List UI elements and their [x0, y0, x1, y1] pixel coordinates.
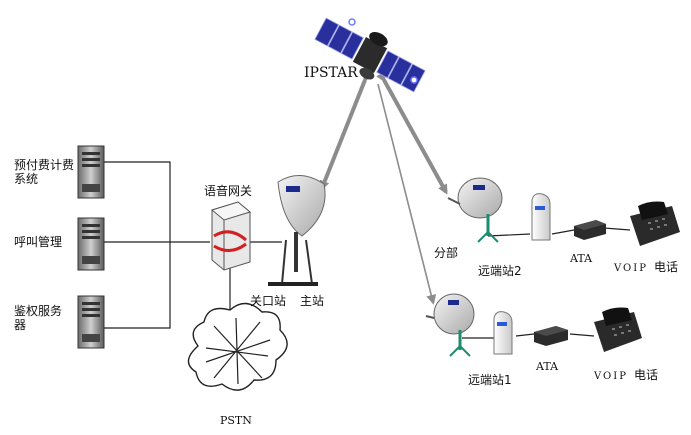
server-call-management-label: 呼叫管理 [14, 235, 62, 249]
link-satellite-remote1 [377, 83, 437, 305]
voice-gateway-icon [210, 201, 252, 271]
server-prepaid-billing-label-line1: 预付费计费 [14, 158, 75, 172]
voice-gateway-label: 语音网关 [204, 184, 253, 198]
satellite-icon [314, 17, 426, 93]
server-authentication-label: 鉴权服务 器 [14, 304, 62, 332]
remote1-ata-icon [534, 326, 568, 346]
link-satellite-remote2 [376, 71, 448, 195]
server-prepaid-billing-icon [77, 145, 105, 199]
server-prepaid-billing-label: 预付费计费 系统 [14, 158, 74, 186]
satellite-links [319, 71, 448, 305]
remote2-phone-label: 电话 [654, 260, 679, 274]
server-authentication-icon [77, 295, 105, 349]
link-satellite-hub [319, 71, 373, 191]
satellite-label: IPSTAR [304, 65, 358, 81]
remote2-ata-icon [574, 220, 606, 240]
remote2-voip-label: VOIP [614, 263, 648, 274]
remote2-ata-label: ATA [570, 252, 593, 265]
remote1-modem-icon [493, 311, 513, 355]
branch-label: 分部 [434, 246, 459, 260]
remote1-phone-label: 电话 [634, 368, 659, 382]
remote1-ata-label: ATA [536, 360, 559, 373]
server-authentication-label-line2: 器 [14, 318, 27, 332]
server-call-management-label-line1: 呼叫管理 [14, 235, 63, 249]
pstn-label: PSTN [220, 414, 252, 427]
hub-dish-icon [268, 175, 326, 286]
gateway-station-label: 关口站 [250, 294, 287, 308]
remote-station-1-label: 远端站1 [468, 373, 512, 387]
server-call-management-icon [77, 217, 105, 271]
remote2-dish-icon [447, 177, 503, 243]
remote1-phone-icon [594, 307, 642, 352]
remote2-modem-icon [531, 193, 551, 241]
remote2-phone-icon [630, 201, 680, 246]
server-authentication-label-line1: 鉴权服务 [14, 304, 63, 318]
server-prepaid-billing-label-line2: 系统 [14, 172, 39, 186]
wiring [104, 161, 631, 339]
pstn-cloud-icon [187, 302, 288, 391]
remote1-voip-label: VOIP [594, 371, 628, 382]
remote1-dish-icon [425, 293, 475, 357]
main-station-label: 主站 [300, 294, 325, 308]
remote-station-2-label: 远端站2 [478, 264, 522, 278]
